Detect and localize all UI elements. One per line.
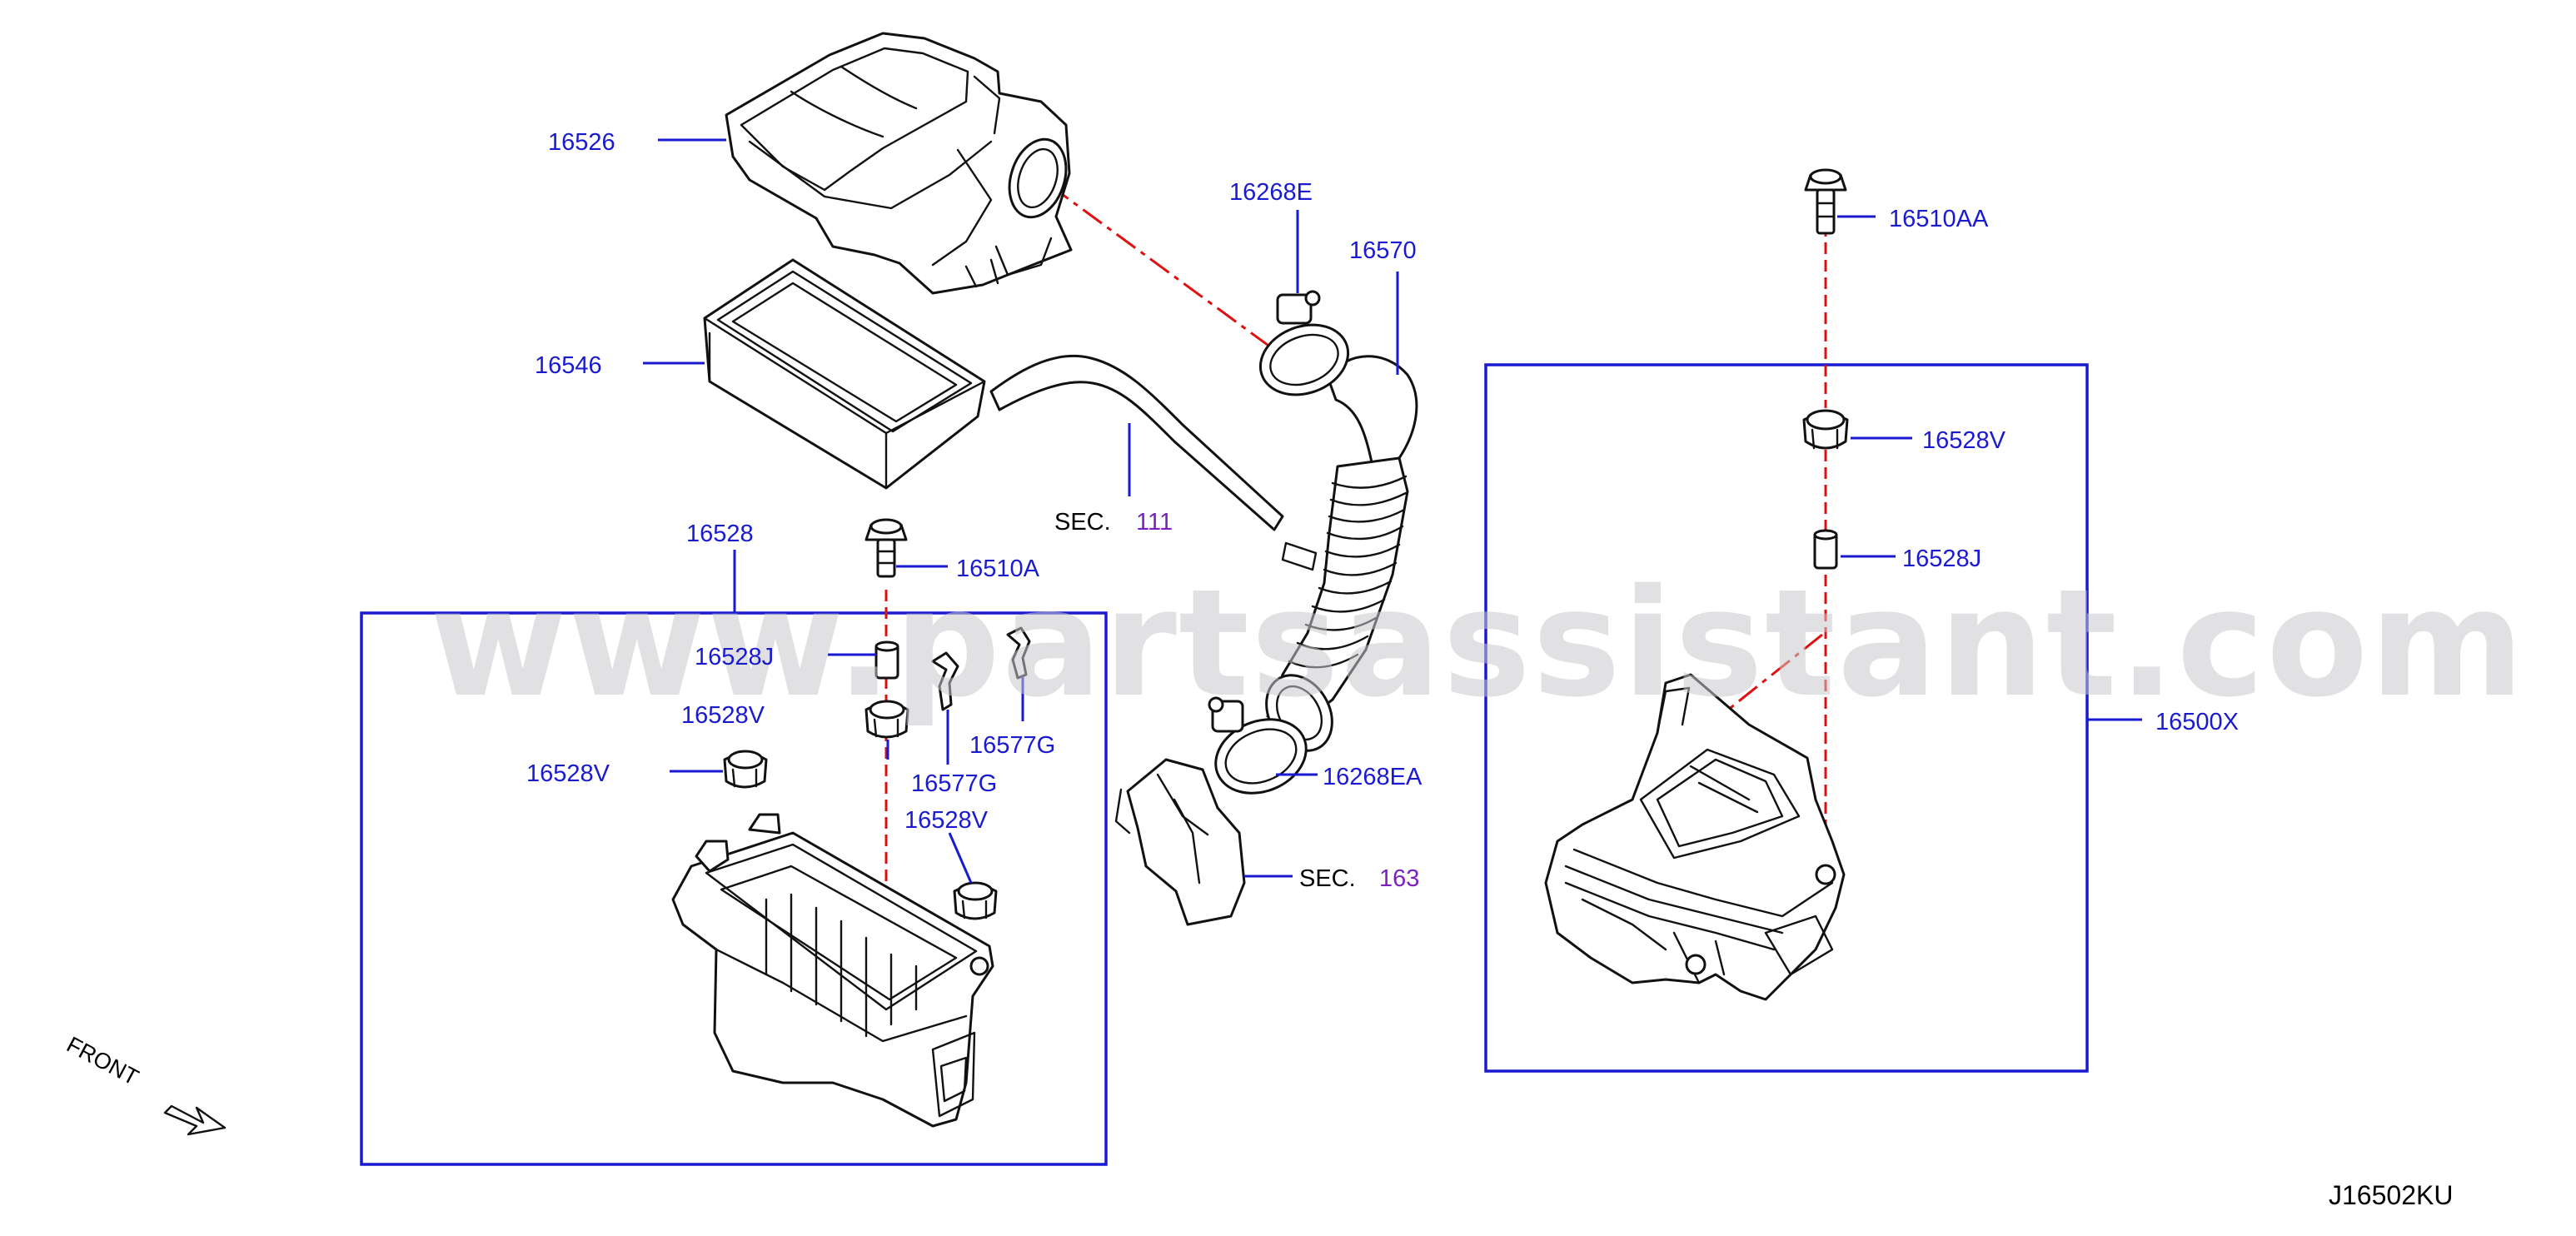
label-16528J-right: 16528J	[1902, 546, 1981, 572]
bolt-16510A	[864, 518, 908, 578]
air-cleaner-cover-16526	[725, 32, 1073, 295]
clip-16577G-right	[1006, 626, 1031, 680]
sec-111-label: SEC.	[1054, 509, 1111, 536]
label-16528V-left: 16528V	[526, 760, 610, 787]
filter-element-16546	[703, 258, 986, 490]
label-16268E: 16268E	[1229, 179, 1313, 206]
sec-111-number[interactable]: 111	[1136, 509, 1173, 536]
sec-163-label: SEC.	[1299, 865, 1356, 892]
duct-corrugations	[1288, 475, 1408, 669]
front-arrow-icon	[163, 1104, 227, 1136]
label-16268EA: 16268EA	[1323, 764, 1423, 790]
grommet-16528V-right	[1802, 409, 1849, 450]
grommet-16528V-lower	[953, 881, 998, 920]
label-16526: 16526	[548, 129, 615, 156]
label-16528V-upper: 16528V	[681, 702, 765, 729]
watermark-text: www.partsassistant.com	[430, 557, 2526, 730]
label-16528V-right: 16528V	[1922, 427, 2006, 454]
air-cleaner-assembly-16500X	[1544, 673, 1846, 1001]
clip-16577G-left	[931, 651, 959, 711]
label-16546: 16546	[535, 352, 602, 379]
right-assembly-frame	[1484, 363, 2089, 1073]
label-16510AA: 16510AA	[1889, 206, 1989, 232]
label-16570: 16570	[1349, 237, 1417, 264]
label-16528: 16528	[686, 521, 754, 547]
hose-clamp-16268E	[1258, 290, 1350, 396]
label-16577G-right: 16577G	[969, 732, 1055, 759]
sec-163-number[interactable]: 163	[1379, 865, 1419, 892]
resonator-sec163	[1114, 758, 1246, 926]
diagram-code: J16502KU	[2329, 1180, 2453, 1210]
front-label: FRONT	[62, 1032, 142, 1090]
callout-leader-lines	[643, 138, 2142, 884]
air-cleaner-lower-case	[671, 813, 994, 1128]
label-16577G-lower: 16577G	[911, 770, 997, 797]
collar-16528J-left	[874, 640, 899, 680]
label-16528V-lower: 16528V	[904, 807, 989, 834]
grommet-16528V-upper	[864, 700, 909, 739]
label-16528J-left: 16528J	[695, 644, 774, 670]
bolt-16510AA	[1804, 168, 1847, 235]
label-16500X: 16500X	[2155, 709, 2239, 735]
collar-16528J-right	[1813, 529, 1838, 570]
label-16510A: 16510A	[956, 556, 1040, 582]
grommet-16528V-left	[723, 750, 768, 789]
